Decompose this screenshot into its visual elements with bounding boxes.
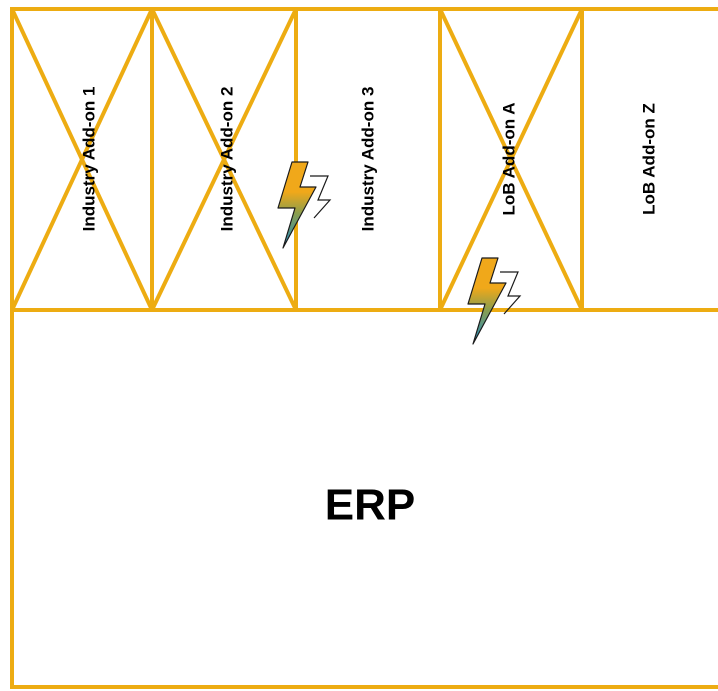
erp-label: ERP (325, 481, 415, 530)
addon-industry-3: Industry Add-on 3 (294, 7, 442, 312)
cross-out-mark (438, 8, 584, 311)
addon-label: LoB Add-on A (499, 103, 518, 216)
addon-lob-z: LoB Add-on Z (580, 7, 718, 312)
lightning-bolt-icon (277, 161, 332, 249)
addon-label: Industry Add-on 1 (79, 87, 98, 232)
cross-out-mark (150, 8, 298, 311)
erp-block: ERP (10, 308, 718, 689)
addon-label: Industry Add-on 2 (217, 87, 236, 232)
addon-lob-a: LoB Add-on A (438, 7, 584, 312)
cross-out-mark (10, 8, 154, 311)
addon-industry-2: Industry Add-on 2 (150, 7, 298, 312)
addon-label: Industry Add-on 3 (358, 87, 377, 232)
addon-label: LoB Add-on Z (639, 103, 658, 215)
addon-row: Industry Add-on 1 Industry Add-on 2 Indu… (10, 7, 718, 312)
addon-industry-1: Industry Add-on 1 (10, 7, 154, 312)
lightning-bolt-icon (467, 257, 522, 345)
